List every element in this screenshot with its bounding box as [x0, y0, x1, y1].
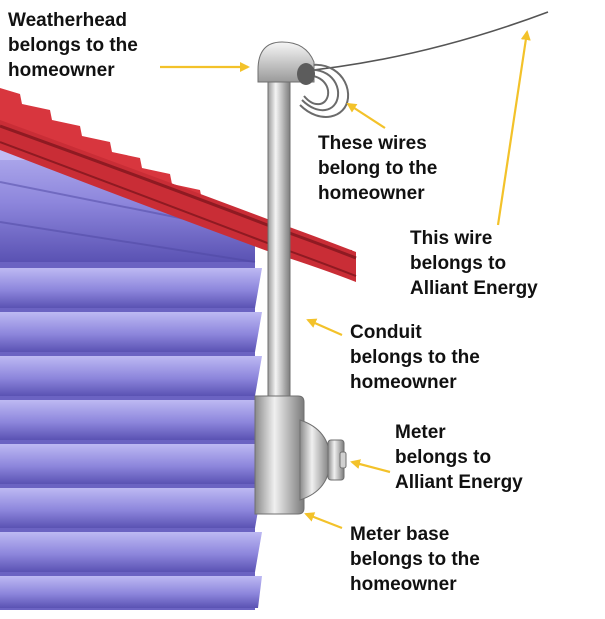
weatherhead-label-line: Weatherhead	[8, 10, 127, 31]
meter-base-label-line: Meter base	[350, 524, 450, 545]
meter-base-arrow	[304, 512, 343, 530]
meter-arrow	[350, 459, 391, 474]
meter-base	[254, 395, 305, 515]
service-wires-label: These wires belong to the homeowner	[318, 131, 437, 206]
conduit-label-line: Conduit	[350, 322, 422, 343]
utility-wire-label: This wire belongs to Alliant Energy	[410, 226, 538, 301]
siding-board	[0, 268, 262, 308]
siding-board	[0, 312, 262, 352]
weatherhead-label-line: homeowner	[8, 60, 115, 81]
service-wires-arrow	[346, 102, 386, 129]
service-wires-label-line: homeowner	[318, 183, 425, 204]
utility-wire-label-line: This wire	[410, 228, 493, 249]
conduit-pipe	[267, 77, 291, 411]
conduit-label-line: belongs to the	[350, 347, 480, 368]
meter-label-line: belongs to	[395, 447, 492, 468]
meter-label-line: Meter	[395, 422, 446, 443]
callout-arrows	[160, 30, 531, 530]
electric-meter	[299, 419, 347, 501]
utility-wire-arrow	[496, 30, 531, 226]
utility-wire	[294, 11, 549, 73]
service-wires-label-line: These wires	[318, 133, 427, 154]
siding-board	[0, 400, 262, 440]
weatherhead-label-line: belongs to the	[8, 35, 138, 56]
conduit-arrow	[306, 318, 343, 337]
meter-label-line: Alliant Energy	[395, 472, 523, 493]
siding-board	[0, 488, 262, 528]
meter-base-label-line: homeowner	[350, 574, 457, 595]
service-wires-label-line: belong to the	[318, 158, 438, 179]
conduit-label-line: homeowner	[350, 372, 457, 393]
siding-board	[0, 532, 262, 572]
weatherhead-label: Weatherhead belongs to the homeowner	[8, 8, 138, 83]
siding-board	[0, 576, 262, 608]
weatherhead-cap	[257, 41, 315, 85]
siding-board	[0, 444, 262, 484]
conduit-label: Conduit belongs to the homeowner	[350, 320, 480, 395]
meter-label: Meter belongs to Alliant Energy	[395, 420, 523, 495]
siding-board	[0, 356, 262, 396]
meter-base-label-line: belongs to the	[350, 549, 480, 570]
house-siding	[0, 130, 262, 610]
utility-wire-label-line: belongs to	[410, 253, 507, 274]
utility-wire-label-line: Alliant Energy	[410, 278, 538, 299]
meter-base-label: Meter base belongs to the homeowner	[350, 522, 480, 597]
roof-edge	[0, 88, 357, 282]
